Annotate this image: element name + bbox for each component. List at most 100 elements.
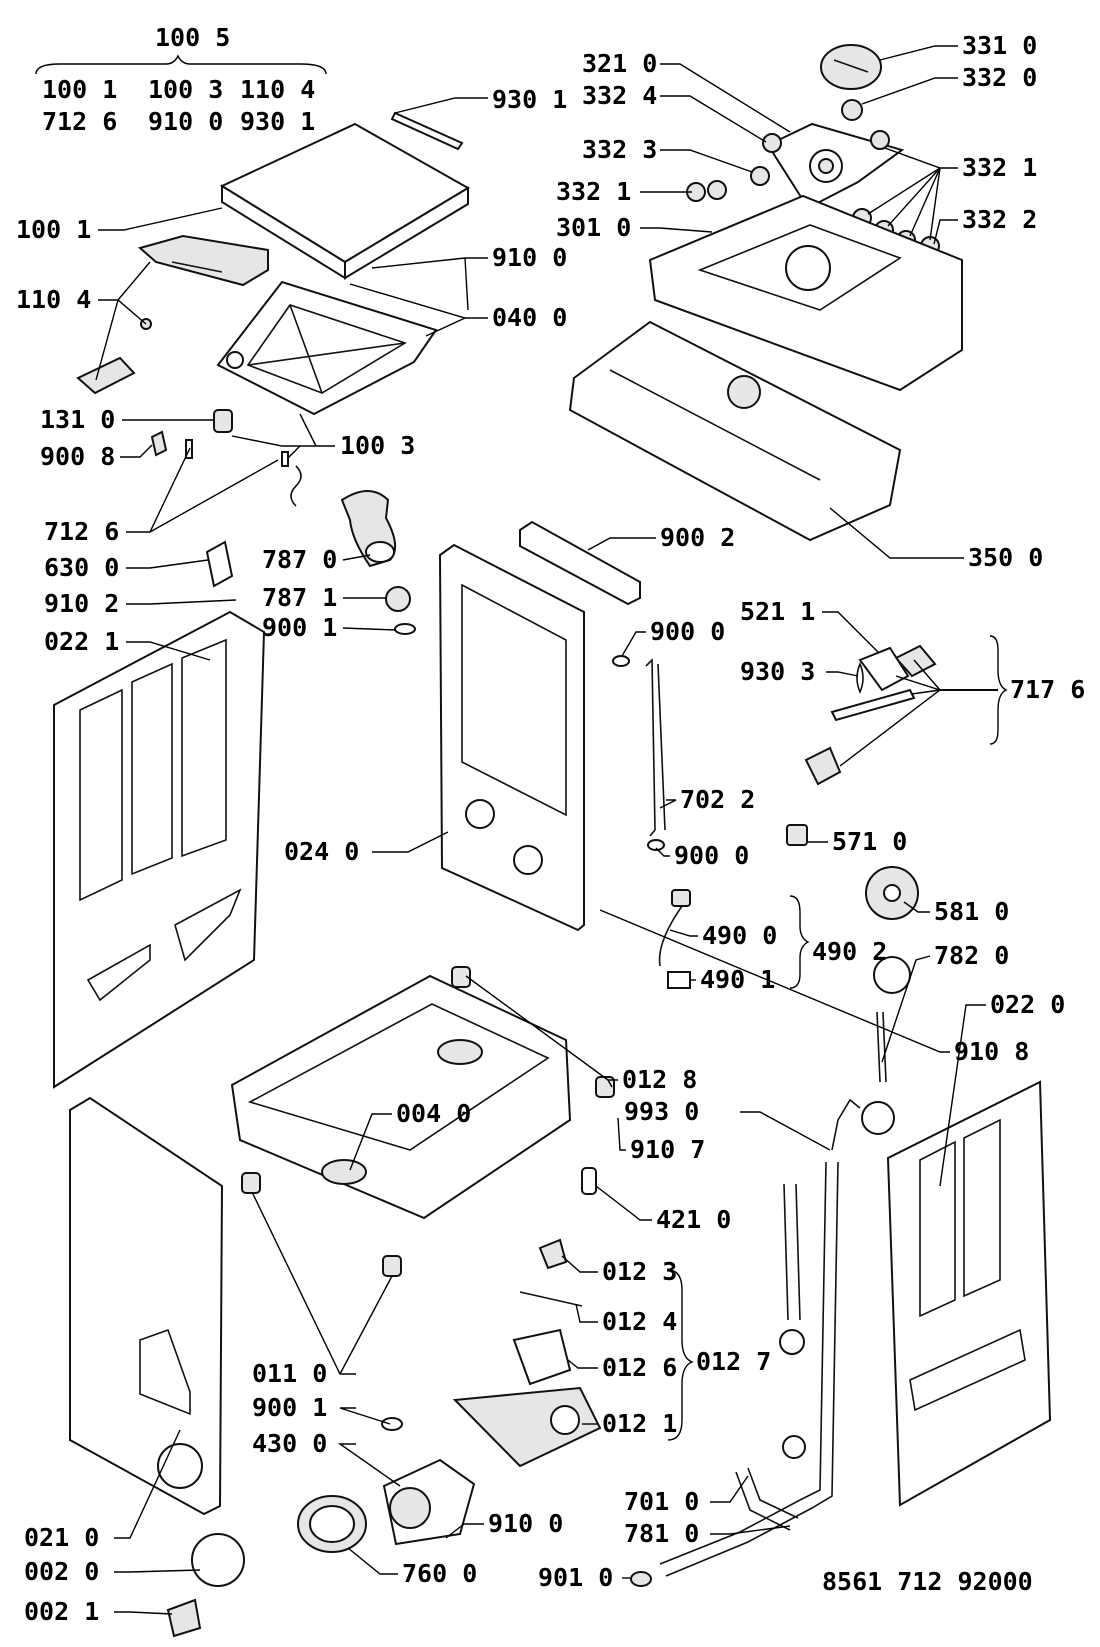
part-label: 332 1 [962, 153, 1037, 182]
group-cell: 110 4 [240, 75, 315, 104]
front-panel [69, 1096, 224, 1516]
leader-lines [35, 45, 1008, 1615]
part-label: 910 7 [630, 1135, 705, 1164]
group-cell: 100 1 [42, 75, 117, 104]
part-label: 301 0 [556, 213, 631, 242]
part-label: 012 4 [602, 1307, 677, 1336]
electronic-module [568, 320, 902, 542]
right-side-panel [886, 1080, 1052, 1507]
group-cell: 712 6 [42, 107, 117, 136]
filter [385, 586, 416, 635]
part-label: 910 0 [488, 1509, 563, 1538]
part-label: 787 1 [262, 583, 337, 612]
part-label: 701 0 [624, 1487, 699, 1516]
pressure-hose [645, 658, 666, 837]
part-label: 581 0 [934, 897, 1009, 926]
part-label: 040 0 [492, 303, 567, 332]
damper-rod [861, 1011, 895, 1135]
part-label: 332 2 [962, 205, 1037, 234]
lid [219, 122, 470, 280]
part-label: 131 0 [40, 405, 115, 434]
part-label: 430 0 [252, 1429, 327, 1458]
part-label: 521 1 [740, 597, 815, 626]
top-frame [216, 280, 438, 416]
base-frame [230, 974, 572, 1220]
hinge-assembly [804, 644, 937, 786]
part-label: 002 0 [24, 1557, 99, 1586]
part-label: 782 0 [934, 941, 1009, 970]
inlet-bellows [340, 490, 397, 568]
lid-latch [76, 318, 152, 395]
part-label: 110 4 [16, 285, 91, 314]
part-label: 910 0 [492, 243, 567, 272]
spring-clip [150, 430, 302, 507]
part-label: 900 0 [674, 841, 749, 870]
part-label: 571 0 [832, 827, 907, 856]
part-label: 910 2 [44, 589, 119, 618]
left-side-panel [53, 610, 266, 1089]
pulley [865, 866, 919, 994]
part-label: 100 1 [16, 215, 91, 244]
part-label: 012 6 [602, 1353, 677, 1382]
part-label: 012 1 [602, 1409, 677, 1438]
part-label: 717 6 [1010, 675, 1085, 704]
part-label: 993 0 [624, 1097, 699, 1126]
part-label: 331 0 [962, 31, 1037, 60]
drain-hoses [630, 1098, 861, 1587]
part-label: 012 3 [602, 1257, 677, 1286]
group-cell: 100 3 [148, 75, 223, 104]
part-label: 012 7 [696, 1347, 771, 1376]
part-label: 350 0 [968, 543, 1043, 572]
part-label: 024 0 [284, 837, 359, 866]
part-label: 630 0 [44, 553, 119, 582]
rear-frame [438, 543, 585, 932]
grommets [612, 655, 665, 851]
part-label: 332 1 [556, 177, 631, 206]
part-labels: 930 1 321 0 332 4 331 0 332 0 332 3 332 … [16, 31, 1085, 1626]
part-label: 332 4 [582, 81, 657, 110]
feet [241, 966, 615, 1277]
diagram-code: 8561 712 92000 [822, 1567, 1033, 1596]
part-label: 900 8 [40, 442, 115, 471]
pump-parts [452, 1238, 602, 1468]
door-lock [213, 409, 233, 433]
part-label: 421 0 [656, 1205, 731, 1234]
power-cord [658, 889, 691, 989]
program-knob [820, 44, 882, 90]
part-label: 900 1 [262, 613, 337, 642]
part-label: 012 8 [622, 1065, 697, 1094]
pump-filter [297, 1495, 367, 1553]
part-label: 332 0 [962, 63, 1037, 92]
group-heading: 100 5 100 1 100 3 110 4 712 6 910 0 930 … [42, 23, 315, 136]
part-label: 321 0 [582, 49, 657, 78]
part-label: 004 0 [396, 1099, 471, 1128]
suppressor [581, 1167, 597, 1195]
control-panel-housing [648, 194, 963, 392]
service-door [166, 1533, 245, 1638]
part-label: 702 2 [680, 785, 755, 814]
group-cell: 930 1 [240, 107, 315, 136]
bracket [519, 520, 641, 606]
part-label: 490 0 [702, 921, 777, 950]
part-label: 760 0 [402, 1559, 477, 1588]
hinge-strip [390, 111, 464, 151]
part-label: 021 0 [24, 1523, 99, 1552]
part-label: 900 2 [660, 523, 735, 552]
part-label: 910 8 [954, 1037, 1029, 1066]
front-trim [137, 234, 269, 287]
part-label: 002 1 [24, 1597, 99, 1626]
valve [786, 824, 808, 846]
part-label: 011 0 [252, 1359, 327, 1388]
part-label: 900 1 [252, 1393, 327, 1422]
group-title: 100 5 [155, 23, 230, 52]
group-cell: 910 0 [148, 107, 223, 136]
part-label: 930 1 [492, 85, 567, 114]
part-label: 022 0 [990, 990, 1065, 1019]
part-label: 490 1 [700, 965, 775, 994]
part-label: 900 0 [650, 617, 725, 646]
part-label: 901 0 [538, 1563, 613, 1592]
part-label: 100 3 [340, 431, 415, 460]
drain-pump [381, 1417, 476, 1546]
part-label: 712 6 [44, 517, 119, 546]
part-label: 490 2 [812, 937, 887, 966]
